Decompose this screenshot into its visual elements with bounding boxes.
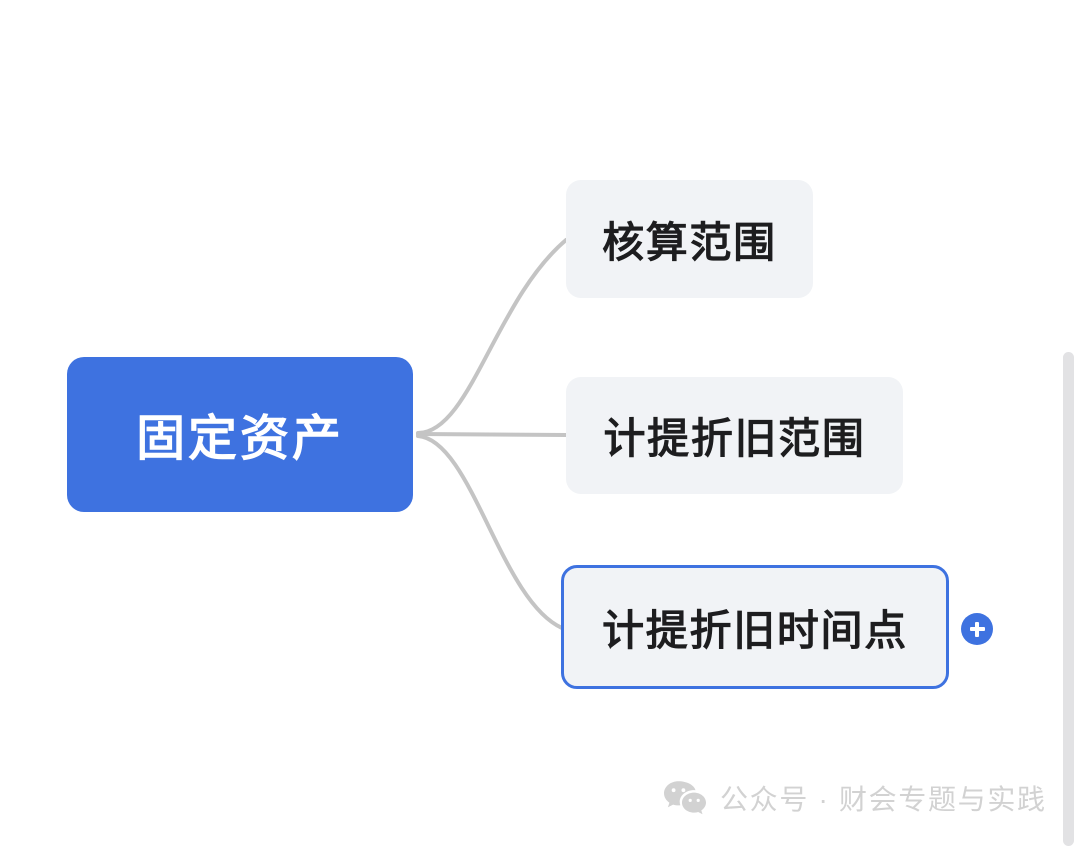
mindmap-node-child-1[interactable]: 计提折旧范围 [566, 377, 903, 494]
mindmap-node-child-0-label: 核算范围 [602, 218, 777, 266]
watermark: 公众号 · 财会专题与实践 [663, 778, 1047, 818]
add-node-button[interactable] [961, 613, 993, 645]
mindmap-node-child-2-selected[interactable]: 计提折旧时间点 [561, 565, 949, 689]
vertical-scrollbar[interactable] [1063, 352, 1074, 846]
mindmap-node-child-1-label: 计提折旧范围 [603, 415, 866, 462]
mindmap-node-root-label: 固定资产 [136, 412, 344, 466]
plus-icon-vertical [975, 621, 979, 637]
wechat-icon [664, 781, 706, 815]
connector-root-to-child-1 [416, 432, 568, 437]
watermark-text: 公众号 · 财会专题与实践 [720, 784, 1047, 815]
connector-root-to-child-0 [416, 238, 568, 435]
connector-root-to-child-2 [416, 434, 564, 630]
mindmap-node-child-0[interactable]: 核算范围 [566, 180, 813, 298]
mindmap-node-child-2-label: 计提折旧时间点 [602, 606, 908, 654]
mindmap-node-root[interactable]: 固定资产 [67, 357, 413, 512]
